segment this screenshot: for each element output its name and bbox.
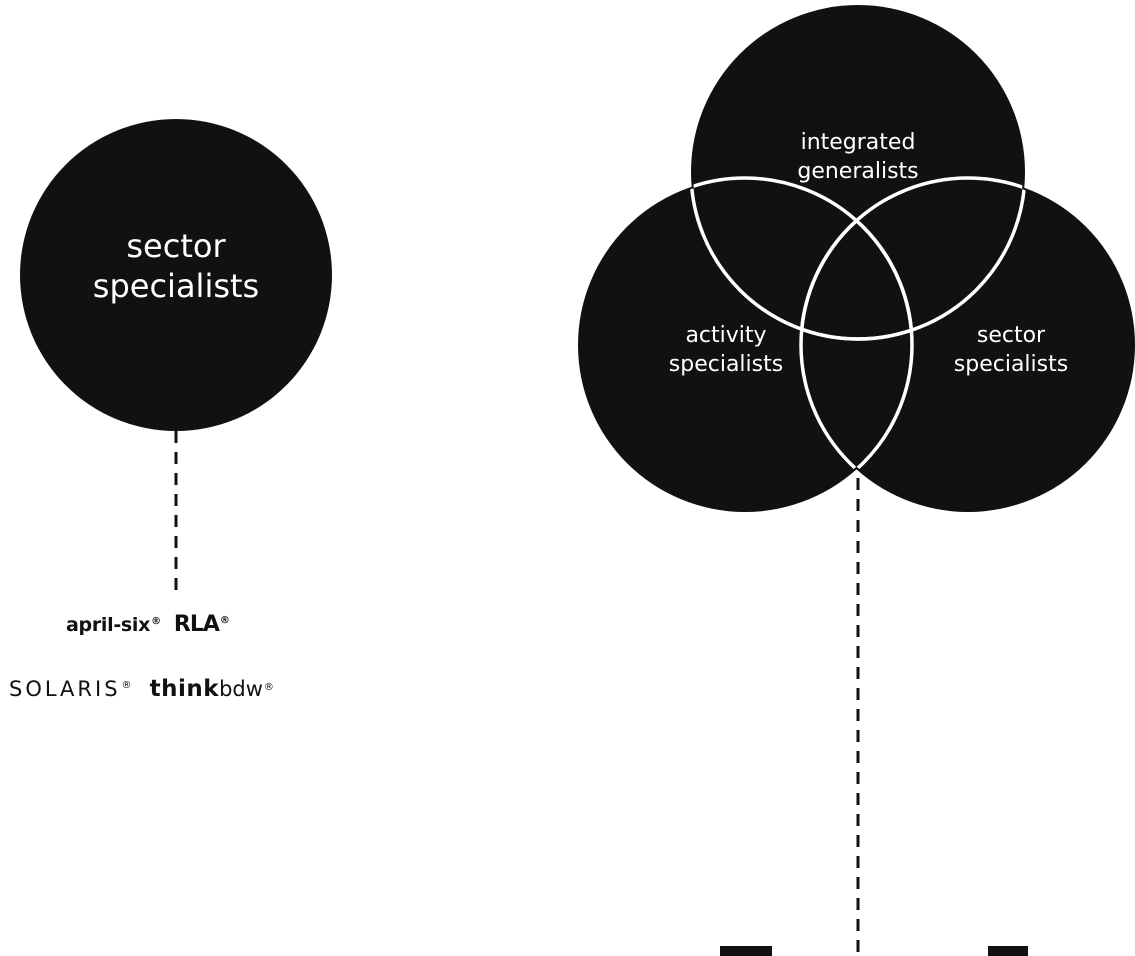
registered-mark: ®: [121, 680, 135, 691]
logo-april-six: april-six®: [66, 614, 161, 636]
left-circle-label-line1: sector: [126, 227, 226, 265]
logo-rla-text: RLA: [173, 612, 220, 637]
cropped-bottom-mark-right: [988, 946, 1028, 956]
logo-thinkbdw-bold-text: think: [149, 676, 220, 702]
left-circle-label-line2: specialists: [93, 267, 259, 305]
venn-right-label-line2: specialists: [954, 352, 1068, 377]
venn-right-label-line1: sector: [977, 323, 1046, 348]
venn-left-label-line2: specialists: [669, 352, 783, 377]
venn-left-label-line1: activity: [685, 323, 766, 348]
sector-specialists-circle: [20, 119, 332, 431]
venn-right-circle: [801, 178, 1135, 512]
logos-row-1: april-six® RLA®: [66, 612, 230, 637]
logo-rla: RLA®: [173, 612, 230, 637]
logo-april-six-text: april-six: [66, 614, 151, 636]
registered-mark: ®: [219, 614, 230, 626]
logo-thinkbdw: thinkbdw®: [140, 676, 274, 702]
logos-row-2: SOLARIS® thinkbdw®: [9, 676, 274, 702]
cropped-bottom-mark-left: [720, 946, 772, 956]
venn-overlap-outlines: [689, 176, 1027, 510]
logo-solaris: SOLARIS®: [9, 677, 135, 701]
registered-mark: ®: [263, 681, 274, 693]
venn-top-label-line1: integrated: [801, 130, 916, 155]
venn-top-label-line2: generalists: [797, 159, 918, 184]
logo-thinkbdw-light-text: bdw: [219, 677, 263, 701]
registered-mark: ®: [151, 615, 161, 627]
logo-solaris-text: SOLARIS: [9, 677, 121, 701]
